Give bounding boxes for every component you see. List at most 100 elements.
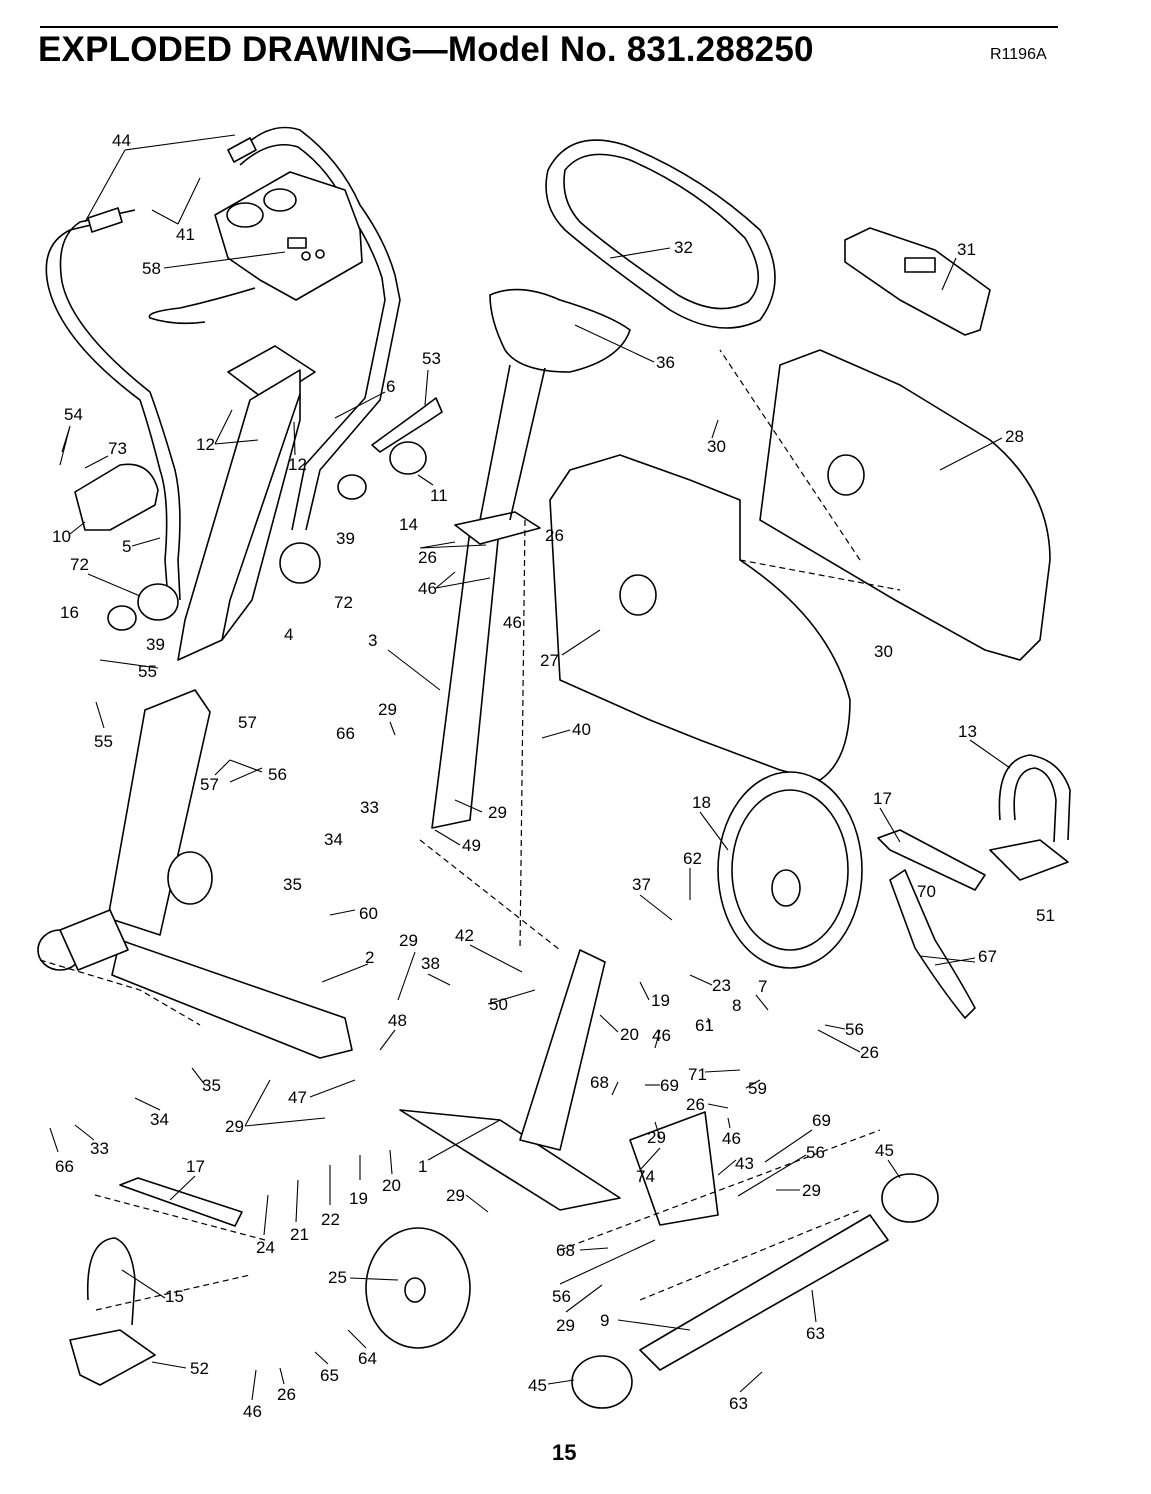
callout: 64 [358, 1349, 377, 1368]
callout-leader [707, 1103, 729, 1109]
console-cable [148, 287, 256, 325]
callout: 26 [277, 1385, 296, 1404]
callout-leader [229, 759, 263, 783]
callout-leader [49, 1127, 59, 1153]
callout-leader [87, 573, 141, 597]
callout-leader [69, 521, 86, 535]
callout-leader [334, 391, 386, 419]
shroud-right [759, 349, 1051, 661]
callout-leader [424, 369, 429, 406]
callout: 12 [288, 455, 307, 474]
wheel-25-hub [404, 1277, 426, 1303]
callout-leader [59, 425, 71, 466]
fork-upright [519, 949, 606, 1151]
callout-labels: 44 41 58 53 6 32 31 36 54 73 12 12 11 30… [52, 131, 1055, 1421]
callout: 20 [620, 1025, 639, 1044]
callout-leader [389, 721, 396, 736]
callout: 41 [176, 225, 195, 244]
callout-leader [151, 177, 201, 225]
callout-leader [263, 1194, 269, 1236]
callout: 10 [52, 527, 71, 546]
callout: 21 [290, 1225, 309, 1244]
callout-leader [727, 1117, 731, 1129]
seat-post [431, 519, 501, 829]
callout: 31 [957, 240, 976, 259]
callout: 19 [349, 1189, 368, 1208]
callout-leader [699, 811, 729, 851]
callout-leader [969, 739, 1011, 769]
console-mount-plate [227, 345, 316, 403]
console-display [287, 237, 307, 249]
bracket-53 [371, 397, 443, 453]
stabilizer-base [399, 1109, 621, 1211]
callout: 25 [328, 1268, 347, 1287]
callout: 20 [382, 1176, 401, 1195]
callout-leader [469, 944, 523, 973]
seat [489, 288, 631, 373]
callout-leader [309, 1079, 356, 1098]
callout: 40 [572, 720, 591, 739]
callout: 27 [540, 651, 559, 670]
chain-guard [889, 869, 976, 1019]
callout: 5 [122, 537, 131, 556]
callout: 70 [917, 882, 936, 901]
callout: 14 [399, 515, 418, 534]
handlebar-grip-left [87, 207, 123, 233]
callout-leader [547, 1379, 575, 1385]
callout: 28 [1005, 427, 1024, 446]
callout-leader [559, 1239, 656, 1285]
callout-leader [579, 1247, 609, 1251]
callout: 3 [368, 631, 377, 650]
callout: 56 [268, 765, 287, 784]
callout: 46 [418, 579, 437, 598]
callout-leader [314, 1351, 329, 1365]
callout: 68 [556, 1241, 575, 1260]
callout: 72 [334, 593, 353, 612]
callout-leader [639, 981, 650, 1001]
callout-leader [347, 1329, 367, 1349]
callout-leader [191, 1067, 206, 1086]
callout: 72 [70, 555, 89, 574]
console-cup-right [263, 188, 297, 212]
crank-arm-left [119, 1177, 243, 1227]
callout-leader [163, 251, 286, 269]
callout-leader [704, 1069, 741, 1073]
console-button-2 [315, 249, 325, 259]
callout: 69 [660, 1076, 679, 1095]
callout-leader [417, 474, 434, 486]
callout: 45 [875, 1141, 894, 1160]
callout: 66 [55, 1157, 74, 1176]
callout: 29 [378, 700, 397, 719]
callout: 69 [812, 1111, 831, 1130]
callout: 68 [590, 1073, 609, 1092]
callout: 55 [138, 662, 157, 681]
console-button-1 [301, 251, 311, 261]
callout: 46 [652, 1026, 671, 1045]
belt [545, 139, 776, 329]
leader-dashes [39, 349, 901, 1311]
callout-leader [487, 989, 536, 1005]
strap-15 [86, 1237, 136, 1326]
callout: 46 [503, 613, 522, 632]
callout-leader [349, 1277, 399, 1281]
callout: 29 [802, 1181, 821, 1200]
callout: 48 [388, 1011, 407, 1030]
callout-leader [739, 1371, 763, 1393]
callout-leader [639, 1147, 661, 1171]
callout-leader [639, 894, 673, 921]
page-title: EXPLODED DRAWING—Model No. 831.288250 [38, 30, 814, 69]
callout-leader [824, 1024, 846, 1030]
callout: 42 [455, 926, 474, 945]
callout-leader [707, 1017, 711, 1029]
callout: 8 [732, 996, 741, 1015]
shroud-left-hole [619, 574, 657, 616]
callout: 33 [360, 798, 379, 817]
seat-stem [479, 364, 546, 521]
callout-leader [541, 729, 571, 739]
callout-leader [387, 649, 441, 691]
callout-leader [764, 1129, 813, 1163]
callout-leader [84, 134, 236, 223]
callout-leader [609, 247, 671, 259]
strap-13 [998, 754, 1071, 843]
